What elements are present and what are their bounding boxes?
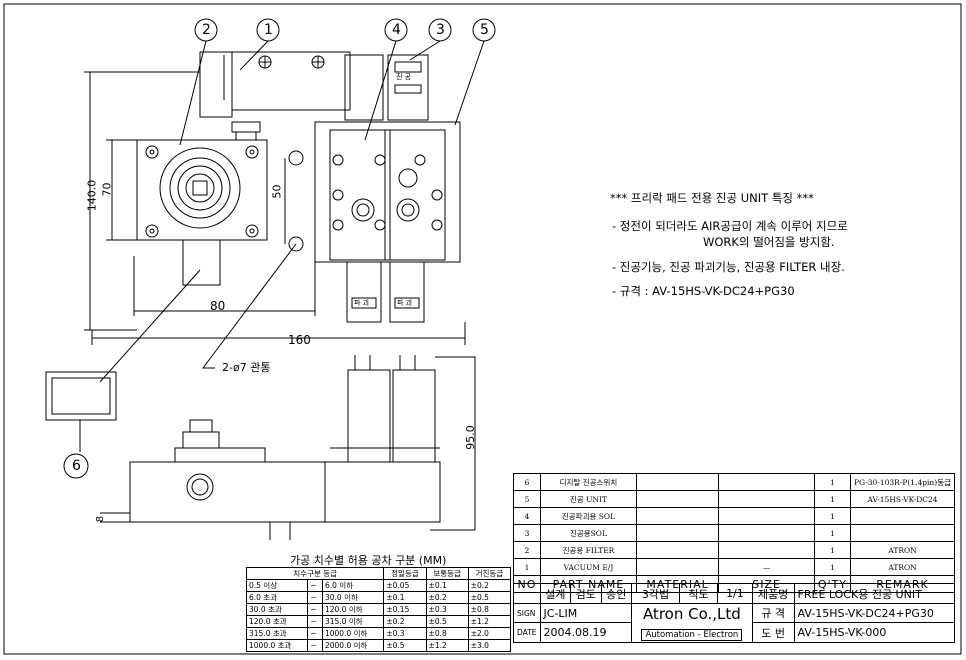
valve-label-bottom: 파 괴 (397, 299, 413, 307)
feature-line: WORK의 떨어짐을 방지함. (703, 235, 835, 249)
dim-total-height: 140.0 (85, 179, 99, 212)
company-name: Atron Co.,Ltd (642, 605, 741, 623)
feature-line: - 규격 : AV-15HS-VK-DC24+PG30 (612, 284, 795, 298)
feature-line: - 정전이 되더라도 AIR공급이 계속 이루어 지므로 (612, 219, 848, 233)
balloon-label: 6 (72, 458, 81, 474)
features-title: *** 프리락 패드 전용 진공 UNIT 특징 *** (610, 191, 814, 205)
valve-label-top: 진 공 (396, 73, 412, 81)
dim-pitch: 50 (270, 184, 284, 199)
hole-note: 2-ø7 관통 (222, 361, 271, 374)
feature-line: - 진공기능, 진공 파괴기능, 진공용 FILTER 내장. (612, 260, 845, 274)
balloon-label: 4 (392, 22, 401, 38)
balloon-label: 3 (436, 22, 445, 38)
dim-half-width: 80 (210, 299, 226, 313)
dim-body-height: 70 (100, 182, 114, 197)
drawing-frame (3, 3, 962, 655)
balloons (63, 18, 496, 479)
company-subtitle: Automation - Electron (641, 629, 743, 641)
top-view (84, 51, 466, 369)
side-view (45, 269, 476, 540)
balloon-label: 2 (202, 22, 211, 38)
dim-total-width: 160 (288, 333, 311, 347)
balloon-label: 1 (264, 22, 273, 38)
valve-label-bottom: 파 괴 (354, 299, 370, 307)
tolerance-title: 가공 치수별 허용 공차 구분 (MM) (290, 554, 447, 567)
title-block: 설계 검도 승인 3각법 척도 1/1 제품명 FREE LOCK용 진공 UN… (513, 583, 956, 643)
dim-base-thickness: 8 (95, 515, 107, 523)
dim-side-height: 95.0 (463, 425, 477, 450)
balloon-label: 5 (480, 22, 489, 38)
